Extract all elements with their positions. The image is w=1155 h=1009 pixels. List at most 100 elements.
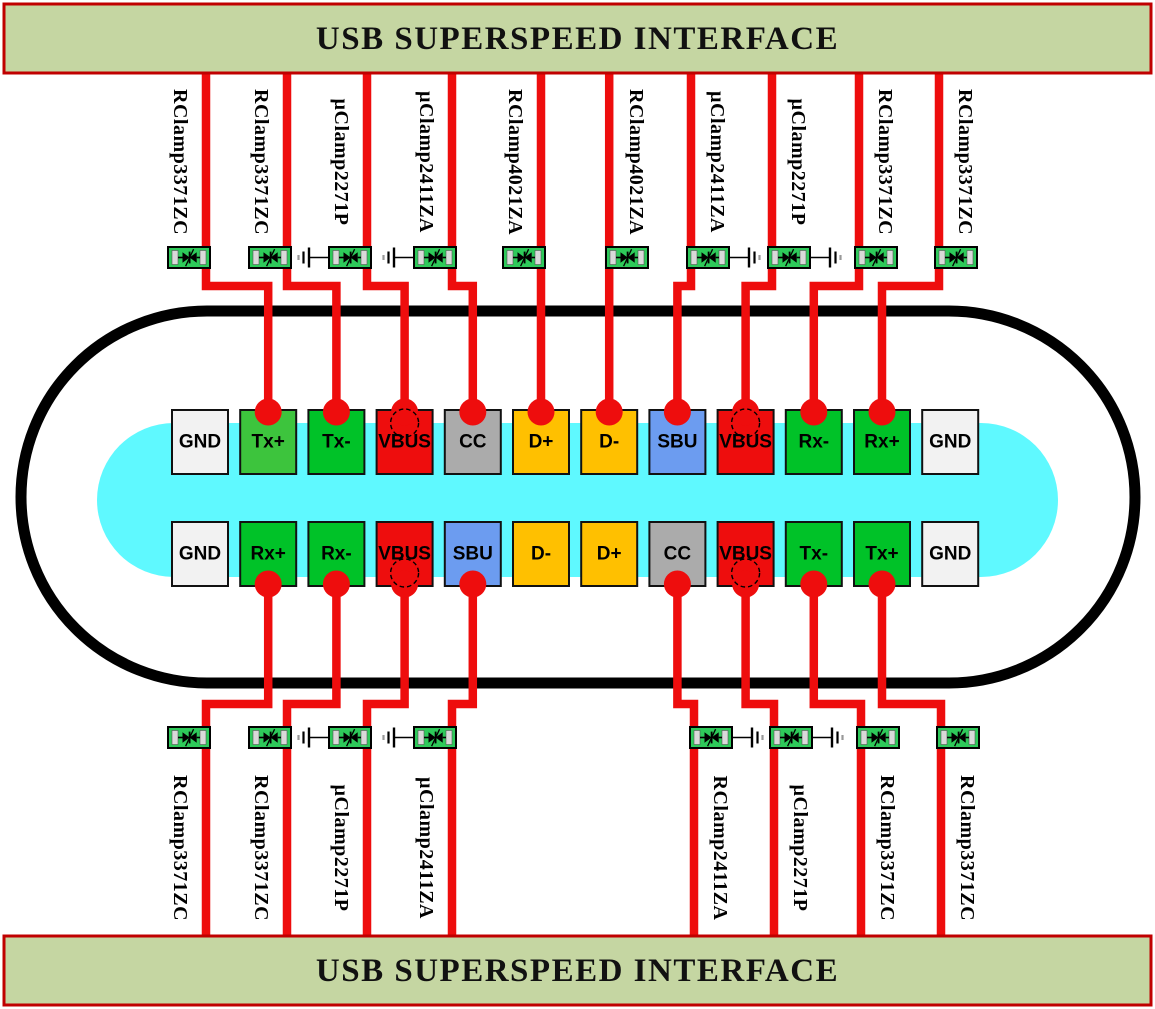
esd-device-RClamp3371ZC — [854, 246, 898, 269]
device-terminal — [858, 250, 866, 265]
device-terminal — [332, 250, 340, 265]
signal-wire-bottom — [447, 584, 478, 938]
pin-label-Tx+-top: Tx+ — [252, 432, 285, 453]
pin-label-Tx--bottom: Tx- — [800, 544, 829, 565]
device-terminal — [171, 730, 179, 745]
device-terminal — [966, 250, 974, 265]
device-terminal — [332, 730, 340, 745]
esd-device-RClamp3371ZC — [167, 726, 211, 749]
pin-label-VBUS-bottom: VBUS — [378, 544, 431, 565]
pin-label-Tx+-bottom: Tx+ — [865, 544, 898, 565]
esd-part-label: RClamp3371ZC — [169, 89, 191, 235]
esd-part-label: µClamp2271P — [330, 98, 352, 225]
connection-dot — [459, 398, 487, 426]
tvs-diode-icon — [945, 248, 967, 267]
device-terminal — [534, 250, 542, 265]
tvs-diode-icon — [700, 728, 722, 747]
signal-wire-bottom — [282, 584, 341, 938]
pin-label-SBU-top: SBU — [657, 432, 697, 453]
connection-dot — [663, 398, 691, 426]
esd-device-µClamp2411ZA — [413, 726, 457, 749]
esd-part-label: µClamp2271P — [787, 98, 809, 225]
esd-device-µClamp2271P — [767, 246, 811, 269]
dashed-connection-marker — [389, 558, 420, 588]
signal-wire-top — [282, 71, 341, 412]
signal-wire-top — [201, 71, 273, 412]
device-terminal — [940, 730, 948, 745]
esd-part-label: RClamp3371ZC — [874, 89, 896, 235]
esd-part-label: RClamp2411ZA — [709, 776, 731, 921]
tvs-diode-icon — [259, 728, 281, 747]
signal-wire-top — [447, 71, 478, 412]
bottom-banner — [2, 934, 1153, 1007]
esd-part-label: µClamp2271P — [789, 784, 811, 911]
pin-label-VBUS-top: VBUS — [378, 432, 431, 453]
esd-device-µClamp2271P — [328, 726, 372, 749]
pin-label-SBU-bottom: SBU — [453, 544, 493, 565]
pin-GND-top — [171, 409, 229, 475]
tvs-diode-icon — [424, 728, 446, 747]
device-terminal — [799, 250, 807, 265]
pin-label-CC-bottom: CC — [664, 544, 692, 565]
esd-part-label: RClamp3371ZC — [169, 775, 191, 921]
device-terminal — [693, 730, 701, 745]
tvs-diode-icon — [339, 728, 361, 747]
tvs-diode-icon — [947, 728, 969, 747]
esd-device-µClamp2411ZA — [686, 246, 730, 269]
tvs-diode-icon — [178, 248, 200, 267]
pin-label-GND-bottom: GND — [929, 544, 971, 565]
esd-part-label: µClamp2411ZA — [415, 777, 437, 919]
esd-part-label: µClamp2411ZA — [706, 91, 728, 233]
signal-wire-bottom — [741, 584, 779, 938]
device-terminal — [252, 250, 260, 265]
ground-symbol-icon — [297, 247, 329, 268]
pin-label-Tx--top: Tx- — [322, 432, 351, 453]
esd-device-RClamp3371ZC — [936, 726, 980, 749]
esd-part-label: RClamp4021ZA — [625, 89, 647, 235]
pin-label-GND-top: GND — [179, 432, 221, 453]
connection-dot — [254, 398, 282, 426]
esd-device-µClamp2271P — [769, 726, 813, 749]
device-terminal — [771, 250, 779, 265]
esd-part-label: RClamp3371ZC — [876, 775, 898, 921]
device-terminal — [445, 250, 453, 265]
pin-label-Rx--top: Rx- — [798, 432, 829, 453]
signal-wire-bottom — [877, 584, 946, 938]
pin-label-GND-top: GND — [929, 432, 971, 453]
connection-dot — [391, 398, 419, 426]
device-terminal — [280, 730, 288, 745]
signal-wire-top — [741, 71, 777, 412]
pin-label-D+-top: D+ — [529, 432, 554, 453]
connection-dot — [663, 570, 691, 598]
esd-device-RClamp3371ZC — [248, 246, 292, 269]
signal-wire-top — [877, 71, 944, 412]
top-banner-title: USB SUPERSPEED INTERFACE — [316, 21, 839, 57]
connection-dot — [595, 398, 623, 426]
tvs-diode-icon — [867, 728, 889, 747]
pin-label-D--top: D- — [599, 432, 619, 453]
signal-wire-bottom — [362, 584, 409, 938]
device-terminal — [417, 730, 425, 745]
tvs-diode-icon — [259, 248, 281, 267]
esd-device-µClamp2271P — [328, 246, 372, 269]
pin-D+-bottom — [580, 521, 639, 587]
device-terminal — [718, 250, 726, 265]
device-terminal — [773, 730, 781, 745]
ground-symbol-icon — [297, 727, 329, 748]
tvs-diode-icon — [865, 248, 887, 267]
esd-device-RClamp3371ZC — [167, 246, 211, 269]
ground-symbol-icon — [382, 727, 414, 748]
esd-device-RClamp3371ZC — [248, 726, 292, 749]
device-terminal — [968, 730, 976, 745]
connection-dot — [868, 398, 896, 426]
connection-dot — [322, 398, 350, 426]
device-terminal — [938, 250, 946, 265]
ground-symbol-icon — [810, 247, 842, 268]
pin-GND-bottom — [171, 521, 229, 587]
ground-symbol-icon — [732, 727, 764, 748]
tvs-diode-icon — [780, 728, 802, 747]
tvs-diode-icon — [616, 248, 638, 267]
bottom-banner-title: USB SUPERSPEED INTERFACE — [316, 953, 839, 989]
